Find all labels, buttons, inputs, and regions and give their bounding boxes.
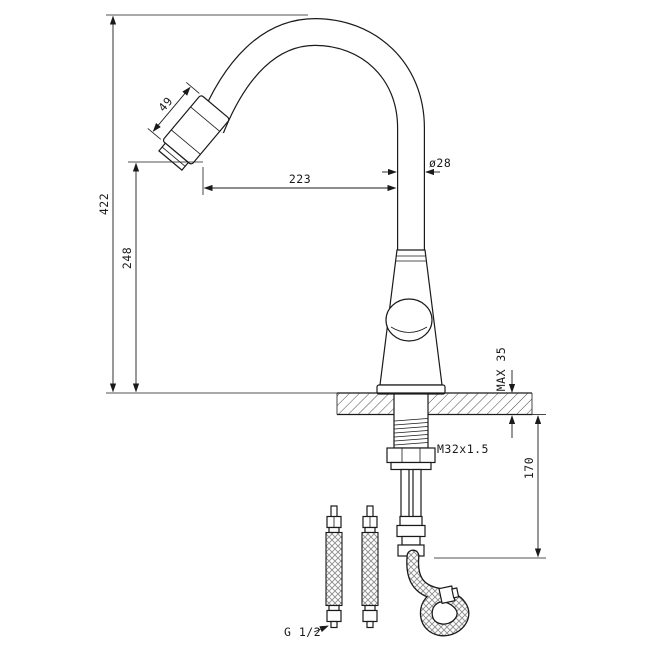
dim-label-spout-height: 248 (120, 247, 134, 269)
dim-hose-connection: G 1/2 (284, 625, 329, 639)
connector-fitting-1 (399, 515, 423, 527)
dim-label-hose-connection: G 1/2 (284, 625, 321, 639)
under-deck-assembly (386, 393, 436, 557)
supply-hose-left (325, 505, 343, 629)
spray-head: 49 (147, 82, 230, 172)
dim-label-shank-thread: M32x1.5 (437, 442, 489, 456)
deck-section (336, 392, 533, 416)
hose-end-fitting (438, 585, 460, 605)
washer (390, 461, 432, 471)
flexible-hose-loop (406, 549, 470, 637)
handle-knob (385, 298, 433, 342)
faucet-body-cone (376, 249, 446, 395)
supply-hose-right (361, 505, 379, 629)
dim-under-deck-length: 170 (434, 414, 546, 559)
mounting-nut (386, 447, 436, 464)
connector-fitting-3 (401, 535, 421, 546)
dim-spout-reach: 223 (202, 167, 397, 195)
dim-label-overall-height: 422 (97, 193, 111, 215)
dim-label-spout-reach: 223 (289, 172, 311, 186)
dimension-annotations: 422 248 223 ø28 MAX 35 M32x1.5 (97, 14, 546, 639)
inlet-tube-right (412, 468, 422, 518)
dim-max-deck-thickness: MAX 35 (494, 347, 516, 438)
connector-fitting-2 (396, 524, 426, 538)
inlet-tube-left (400, 468, 410, 518)
dim-spout-diameter: ø28 (382, 156, 451, 176)
dim-label-under-deck-length: 170 (522, 457, 536, 479)
faucet-spout-tube (198, 17, 425, 262)
dim-label-max-deck-thickness: MAX 35 (494, 347, 508, 392)
dim-label-head-length: 49 (155, 94, 175, 114)
supply-hoses (325, 505, 379, 629)
dim-overall-height: 422 (97, 14, 337, 394)
dim-label-spout-diameter: ø28 (429, 156, 451, 170)
dim-spout-height: 248 (120, 161, 203, 393)
